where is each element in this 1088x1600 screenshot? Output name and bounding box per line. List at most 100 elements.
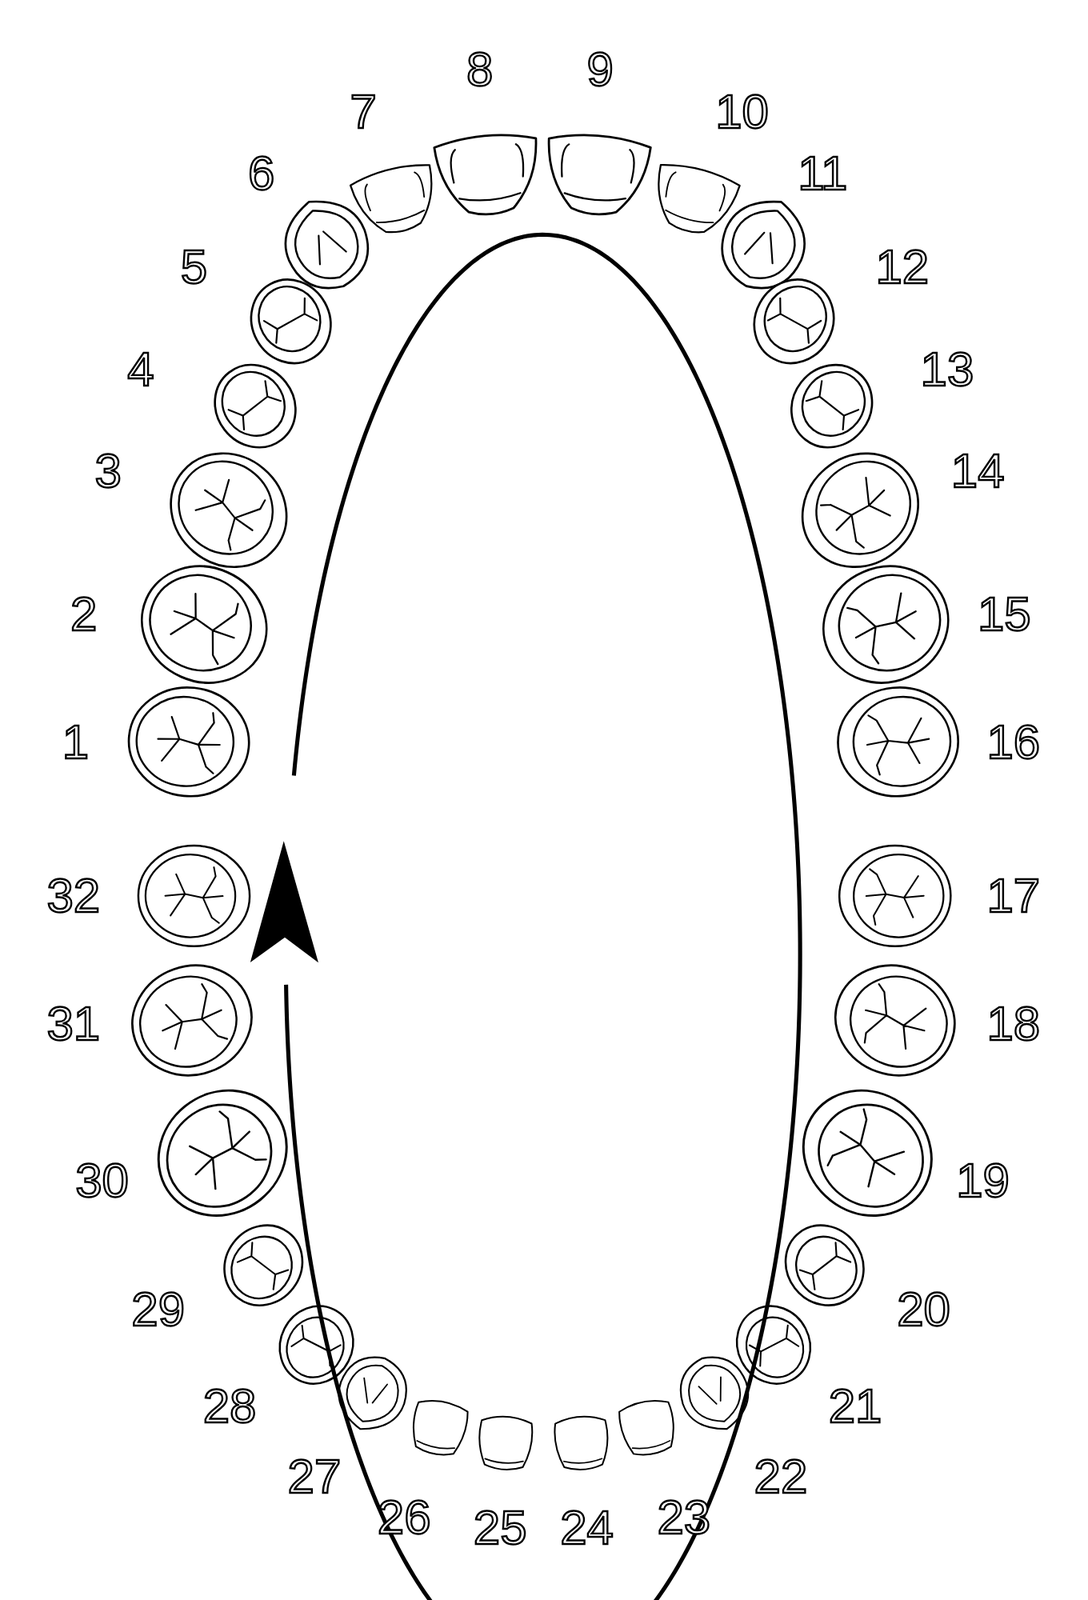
tooth-crown (209, 359, 298, 448)
tooth-outline (208, 1209, 319, 1321)
tooth-crown (146, 1084, 292, 1228)
tooth-ridge (356, 1376, 388, 1408)
tooth (348, 160, 444, 241)
tooth-outline (266, 1293, 367, 1397)
tooth-fissure (864, 709, 932, 776)
tooth (553, 1415, 610, 1472)
tooth-fissure (768, 298, 821, 344)
tooth (779, 430, 941, 591)
teeth (117, 131, 970, 1472)
tooth-number: 1 (62, 718, 89, 767)
tooth-ridge (698, 1376, 729, 1408)
tooth-ridge (484, 1458, 524, 1464)
tooth-number: 14 (951, 447, 1005, 496)
tooth-number: 15 (977, 590, 1032, 639)
tooth (236, 265, 346, 378)
tooth-number: 18 (986, 1000, 1040, 1048)
tooth-number: 11 (797, 149, 848, 198)
tooth-crown (219, 1224, 304, 1312)
tooth-number: 28 (203, 1382, 257, 1431)
tooth-outline (124, 682, 254, 802)
tooth-outline (769, 1209, 880, 1321)
tooth-crown (736, 1307, 814, 1388)
tooth (148, 429, 310, 591)
tooth (832, 682, 963, 802)
tooth-outline (723, 1293, 824, 1397)
tooth-fissure (800, 1242, 851, 1289)
tooth (769, 1209, 880, 1321)
tooth-outline (542, 131, 652, 219)
tooth (739, 265, 848, 378)
tooth-crown (838, 964, 960, 1080)
tooth-number: 12 (875, 243, 929, 292)
tooth-fissure (817, 468, 904, 554)
tooth-number: 10 (715, 88, 769, 136)
tooth-number: 27 (288, 1452, 342, 1501)
tooth-fissure (291, 1325, 340, 1366)
tooth (123, 546, 286, 703)
tooth (208, 1209, 319, 1321)
tooth-outline (133, 1064, 312, 1242)
tooth-crown (797, 442, 929, 573)
tooth (138, 845, 251, 948)
tooth-outline (477, 1415, 534, 1472)
tooth-ridge (660, 171, 728, 228)
tooth-fissure (806, 380, 859, 430)
tooth-ridge (564, 1458, 603, 1464)
tooth-ridge (632, 1440, 672, 1452)
tooth-fissure (155, 708, 223, 774)
tooth (778, 1064, 957, 1242)
tooth-outline (138, 845, 251, 948)
tooth-fissure (228, 380, 281, 430)
tooth-outline (408, 1396, 470, 1460)
tooth-crown (247, 275, 332, 363)
tooth-fissure (844, 583, 930, 668)
tooth-crown (160, 442, 292, 573)
tooth-fissure (174, 1104, 270, 1200)
tooth-crown (134, 559, 266, 687)
tooth-number: 21 (828, 1382, 883, 1431)
tooth (723, 1293, 824, 1397)
tooth-ridge (308, 226, 347, 264)
tooth-ridge (558, 144, 636, 204)
tooth-outline (123, 546, 286, 703)
tooth (133, 1064, 312, 1242)
tooth (433, 131, 543, 219)
tooth-fissure (164, 867, 223, 924)
tooth-number: 2 (70, 590, 97, 639)
tooth-number: 24 (560, 1504, 614, 1552)
tooth (198, 348, 312, 464)
tooth (477, 1415, 534, 1472)
tooth (408, 1396, 470, 1460)
tooth-crown (145, 854, 236, 938)
tooth-number: 31 (46, 1000, 100, 1048)
arrow-head (251, 843, 318, 962)
tooth-number: 19 (956, 1156, 1010, 1205)
tooth-outline (804, 546, 967, 702)
tooth (124, 682, 254, 802)
tooth-outline (739, 265, 848, 378)
tooth-number: 5 (180, 243, 208, 292)
tooth-number: 16 (986, 718, 1040, 767)
tooth-number: 9 (586, 45, 613, 94)
tooth-fissure (855, 982, 934, 1060)
tooth-crown (849, 692, 955, 791)
tooth-number: 4 (127, 345, 154, 394)
tooth-crown (824, 559, 956, 687)
tooth-crown (784, 1224, 869, 1312)
tooth-outline (616, 1396, 679, 1460)
tooth-crown (789, 359, 878, 448)
tooth-number: 7 (349, 88, 376, 136)
tooth-number: 13 (920, 345, 975, 394)
tooth-outline (839, 845, 952, 948)
tooth-ridge (416, 1440, 456, 1452)
tooth-fissure (264, 298, 317, 344)
tooth-fissure (237, 1242, 288, 1289)
tooth-number: 23 (656, 1493, 711, 1542)
tooth-crown (132, 692, 238, 791)
tooth-outline (271, 186, 381, 302)
tooth-fissure (152, 980, 232, 1058)
tooth-number: 32 (46, 872, 100, 920)
tooth (117, 949, 268, 1092)
